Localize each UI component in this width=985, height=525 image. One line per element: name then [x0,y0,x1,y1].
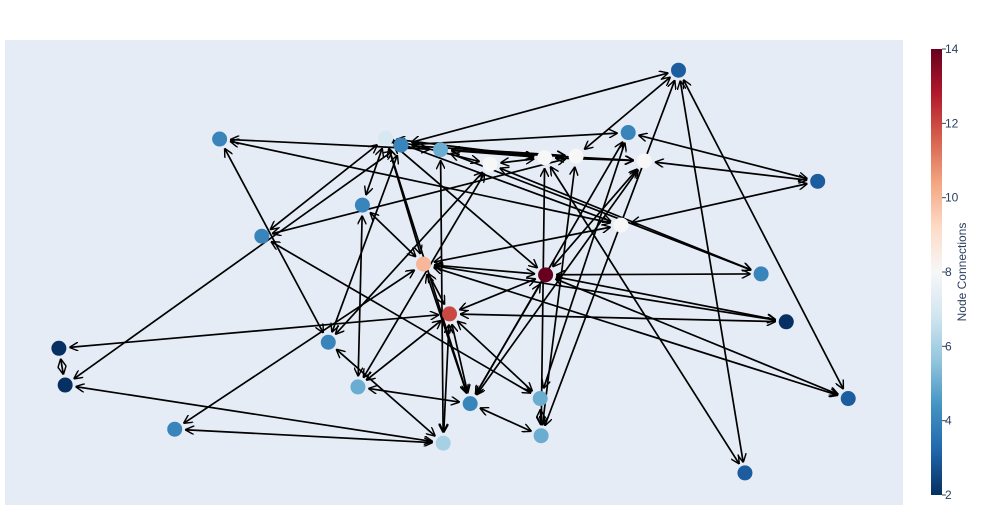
node-7[interactable] [354,197,370,213]
node-15[interactable] [538,267,554,283]
node-6[interactable] [810,173,826,189]
colorbar-tick-label: 10 [945,191,959,205]
colorbar-tick-label: 14 [945,42,959,56]
edge [434,266,776,320]
node-21[interactable] [57,377,73,393]
node-26[interactable] [462,396,478,412]
nodes-layer [51,62,856,481]
node-29[interactable] [737,465,753,481]
colorbar: 2 4 6 8 10 12 14 Node Connections [931,42,969,502]
node-25[interactable] [167,421,183,437]
node-27[interactable] [840,391,856,407]
colorbar-tick-label: 2 [945,488,952,502]
edge [584,77,670,150]
node-14[interactable] [415,256,431,272]
node-1[interactable] [671,62,686,78]
node-10[interactable] [254,228,270,244]
colorbar-title: Node Connections [955,223,969,322]
node-19[interactable] [51,340,67,356]
node-5[interactable] [620,125,636,141]
edge [480,408,532,431]
edge [450,154,751,271]
node-20[interactable] [320,334,336,350]
colorbar-gradient [931,49,942,495]
node-28[interactable] [435,435,451,451]
colorbar-ticks: 2 4 6 8 10 12 14 [942,42,959,502]
node-16[interactable] [753,266,769,282]
node-24[interactable] [533,428,549,444]
node-4[interactable] [433,142,449,158]
node-11[interactable] [537,150,553,166]
node-17[interactable] [442,306,458,322]
node-23[interactable] [532,391,548,407]
edge [185,430,433,443]
node-22[interactable] [350,379,366,395]
node-9[interactable] [568,148,584,164]
node-18[interactable] [778,314,794,330]
colorbar-tick-label: 6 [945,339,952,353]
node-2[interactable] [212,131,228,147]
node-12[interactable] [636,153,652,169]
node-3[interactable] [378,130,394,146]
node-8[interactable] [482,156,498,172]
colorbar-tick-label: 12 [945,116,959,130]
edge [61,359,64,375]
node-13[interactable] [613,217,629,233]
colorbar-tick-label: 4 [945,414,952,428]
edge [556,274,751,275]
node-0[interactable] [393,137,409,153]
colorbar-tick-label: 8 [945,265,952,279]
